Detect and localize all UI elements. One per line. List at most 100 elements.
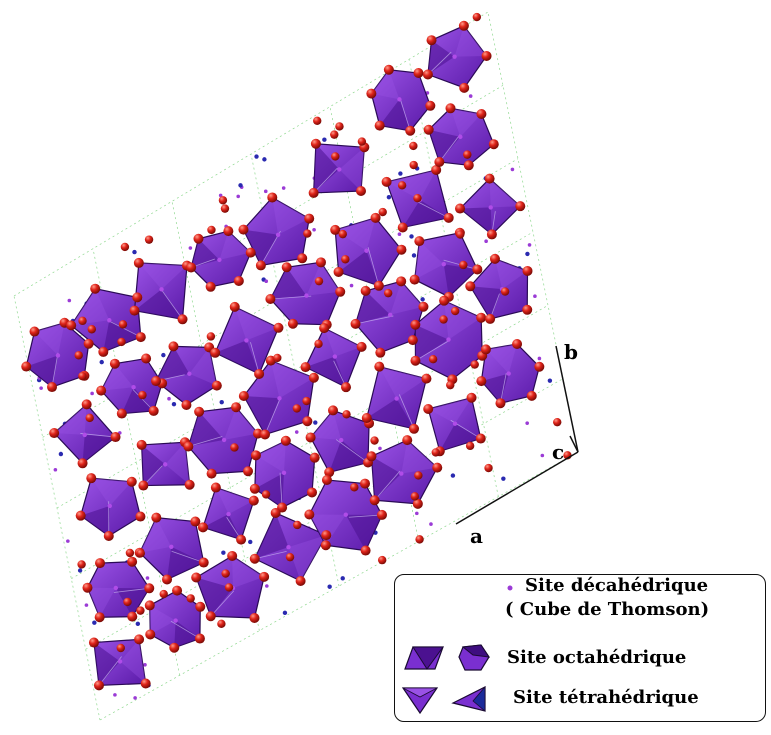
oxygen-atom (341, 255, 350, 264)
central-atom (446, 337, 451, 342)
site-dot (264, 279, 269, 284)
polyhedron-facet (82, 434, 116, 464)
axis-label-a: a (470, 524, 483, 548)
site-dot (429, 522, 433, 526)
site-dot (132, 249, 137, 255)
site-dot (135, 621, 141, 627)
oxygen-atom (324, 467, 335, 478)
polyhedron-facet (485, 344, 518, 374)
a-axis-line (455, 451, 579, 525)
site-dot (313, 420, 318, 425)
oxygen-atom (321, 530, 332, 541)
oxygen-atom (245, 247, 256, 258)
oxygen-atom (78, 316, 87, 326)
oxygen-atom (313, 116, 322, 125)
polyhedron-facet (355, 290, 391, 324)
oxygen-atom (126, 476, 137, 487)
polyhedron-facet (91, 478, 132, 506)
oxygen-atom (230, 443, 239, 452)
oxygen-atom (29, 326, 40, 337)
oxygen-atom (138, 480, 149, 491)
oxygen-atom (383, 64, 394, 75)
oxygen-atom (476, 376, 487, 387)
site-dot (143, 662, 147, 667)
oxygen-atom (476, 312, 487, 323)
central-atom (117, 659, 123, 664)
oxygen-atom (459, 82, 470, 93)
central-atom (488, 205, 493, 210)
oxygen-atom (357, 137, 367, 146)
oxygen-atom (210, 482, 221, 493)
site-dot (254, 154, 259, 159)
oxygen-atom (118, 320, 128, 329)
oxygen-atom (300, 362, 311, 373)
site-dot (67, 298, 72, 303)
oxygen-atom (359, 478, 370, 489)
site-dot (53, 467, 58, 472)
oxygen-atom (95, 558, 106, 569)
polyhedron-facet (310, 410, 342, 441)
legend-decahedral-line1: Site décahédrique (525, 575, 709, 596)
polyhedron-facet (202, 514, 242, 540)
oxygen-atom (314, 339, 323, 349)
oxygen-atom (151, 512, 162, 523)
cell-line (408, 59, 499, 497)
polyhedron-facet (313, 143, 340, 193)
central-atom (397, 97, 402, 102)
tetrahedral-down-triangle-icon (401, 687, 439, 715)
central-atom (187, 371, 192, 376)
central-atom (441, 261, 446, 267)
oxygen-atom (123, 597, 132, 607)
site-dot (263, 189, 268, 194)
oxygen-atom (270, 507, 281, 518)
oxygen-atom (423, 403, 434, 414)
polyhedron-edge (279, 472, 283, 508)
oxygen-atom (261, 490, 271, 499)
oxygen-atom (308, 187, 319, 198)
oxygen-atom (463, 160, 474, 171)
central-atom (399, 471, 404, 476)
site-dot (312, 228, 316, 232)
oxygen-atom (144, 235, 154, 244)
oxygen-atom (231, 402, 242, 413)
polyhedron-edge (170, 620, 201, 639)
oxygen-atom (470, 360, 479, 369)
site-dot (219, 399, 224, 405)
oxygen-atom (522, 304, 533, 315)
central-atom (452, 421, 458, 426)
oxygen-atom (193, 233, 204, 244)
oxygen-atom (74, 351, 83, 360)
polyhedron-facet (115, 587, 150, 617)
oxygen-atom (47, 382, 58, 393)
oxygen-atom (273, 322, 284, 333)
site-dot (540, 453, 545, 458)
polyhedron-facet (54, 404, 87, 435)
polyhedron-facet (219, 231, 251, 260)
oxygen-atom (330, 224, 341, 235)
polyhedron-facet (324, 328, 362, 357)
polyhedron-facet (288, 535, 327, 582)
polyhedron-facet (255, 440, 286, 473)
polyhedron-facet (428, 129, 461, 162)
oxygen-atom (144, 583, 155, 594)
oxygen-atom (21, 361, 32, 372)
oxygen-atom (129, 305, 140, 316)
oxygen-atom (162, 574, 173, 585)
oxygen-atom (439, 315, 448, 324)
central-atom (304, 293, 309, 298)
oxygen-atom (360, 545, 371, 556)
oxygen-atom (489, 253, 500, 264)
oxygen-atom (418, 301, 429, 312)
axis-label-c: c (552, 440, 565, 464)
central-atom (281, 470, 287, 475)
polyhedron-facet (415, 324, 449, 361)
oxygen-atom (77, 458, 88, 469)
oxygen-atom (233, 275, 244, 286)
polyhedron-facet (489, 178, 521, 208)
oxygen-atom (488, 139, 499, 150)
site-dot (378, 446, 382, 451)
site-dot (282, 610, 288, 616)
polyhedron-facet (224, 407, 259, 440)
polyhedron-facet (189, 347, 217, 386)
